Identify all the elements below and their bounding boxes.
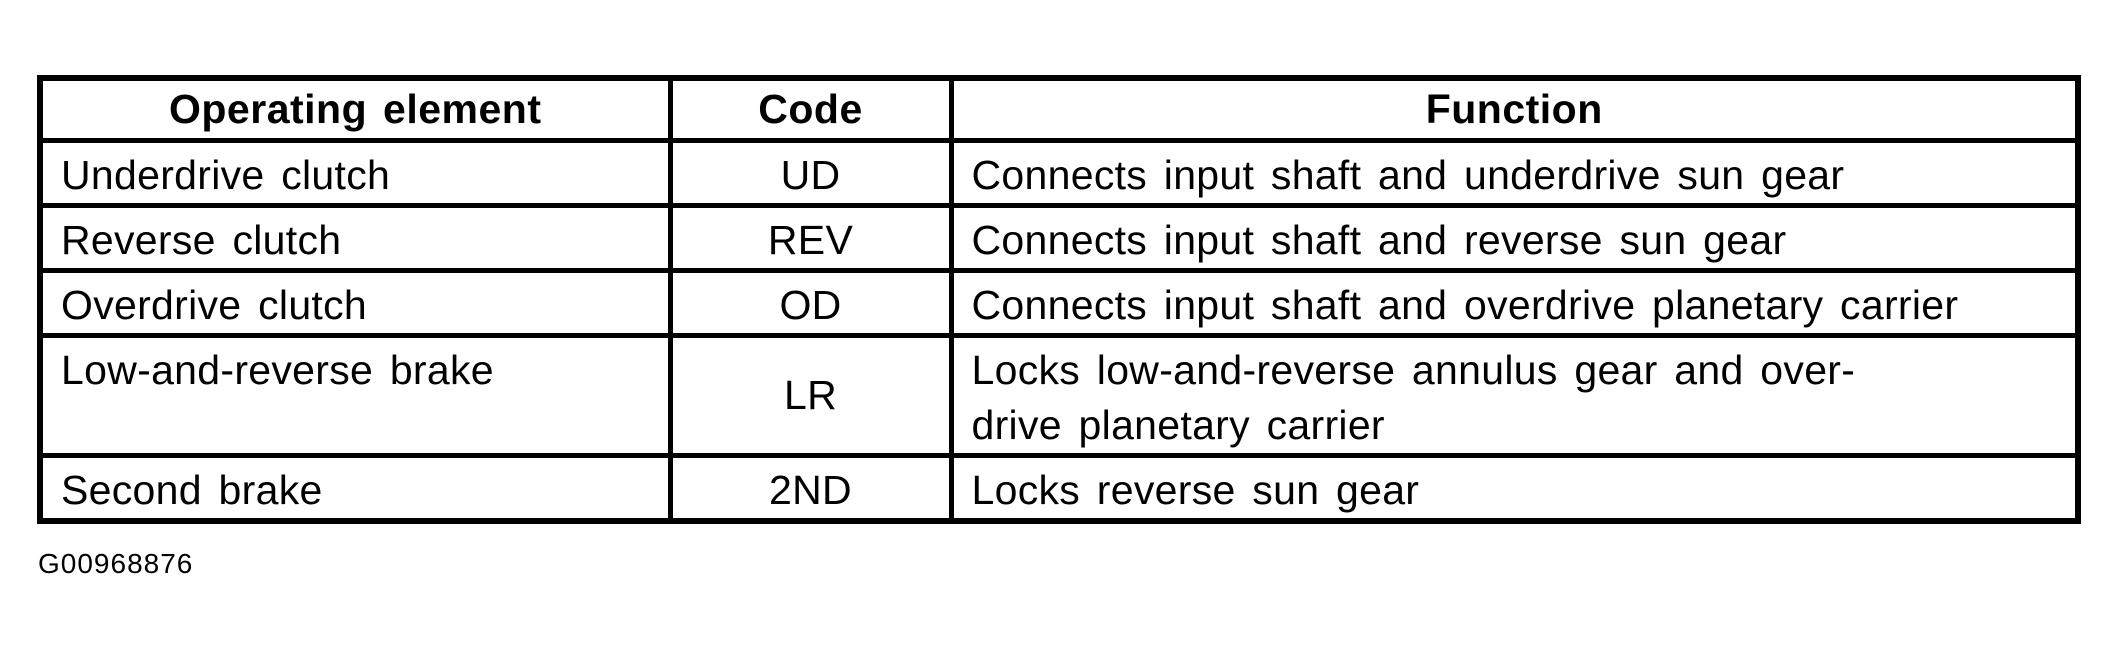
cell-code: LR [667, 332, 954, 458]
header-function: Function [948, 75, 2081, 143]
cell-code: OD [667, 267, 954, 338]
table-row: Underdrive clutch UD Connects input shaf… [37, 137, 2081, 208]
table-header-row: Operating element Code Function [37, 75, 2081, 143]
header-operating-element: Operating element [37, 75, 673, 143]
cell-operating-element: Underdrive clutch [37, 137, 673, 208]
cell-operating-element: Second brake [37, 452, 673, 523]
cell-function: Connects input shaft and overdrive plane… [948, 267, 2081, 338]
table-row: Overdrive clutch OD Connects input shaft… [37, 267, 2081, 338]
table-row: Second brake 2ND Locks reverse sun gear [37, 452, 2081, 523]
cell-function: Connects input shaft and underdrive sun … [948, 137, 2081, 208]
cell-code: 2ND [667, 452, 954, 523]
figure-id-caption: G00968876 [38, 548, 194, 579]
cell-function: Locks reverse sun gear [948, 452, 2081, 523]
table-row: Reverse clutch REV Connects input shaft … [37, 202, 2081, 273]
cell-code: UD [667, 137, 954, 208]
cell-function: Locks low-and-reverse annulus gear and o… [948, 332, 2081, 458]
cell-code: REV [667, 202, 954, 273]
cell-function: Connects input shaft and reverse sun gea… [948, 202, 2081, 273]
table-row: Low-and-reverse brake LR Locks low-and-r… [37, 332, 2081, 458]
cell-operating-element: Overdrive clutch [37, 267, 673, 338]
header-code: Code [667, 75, 954, 143]
cell-operating-element: Low-and-reverse brake [37, 332, 673, 458]
cell-operating-element: Reverse clutch [37, 202, 673, 273]
operating-elements-table: Operating element Code Function Underdri… [37, 75, 2081, 524]
